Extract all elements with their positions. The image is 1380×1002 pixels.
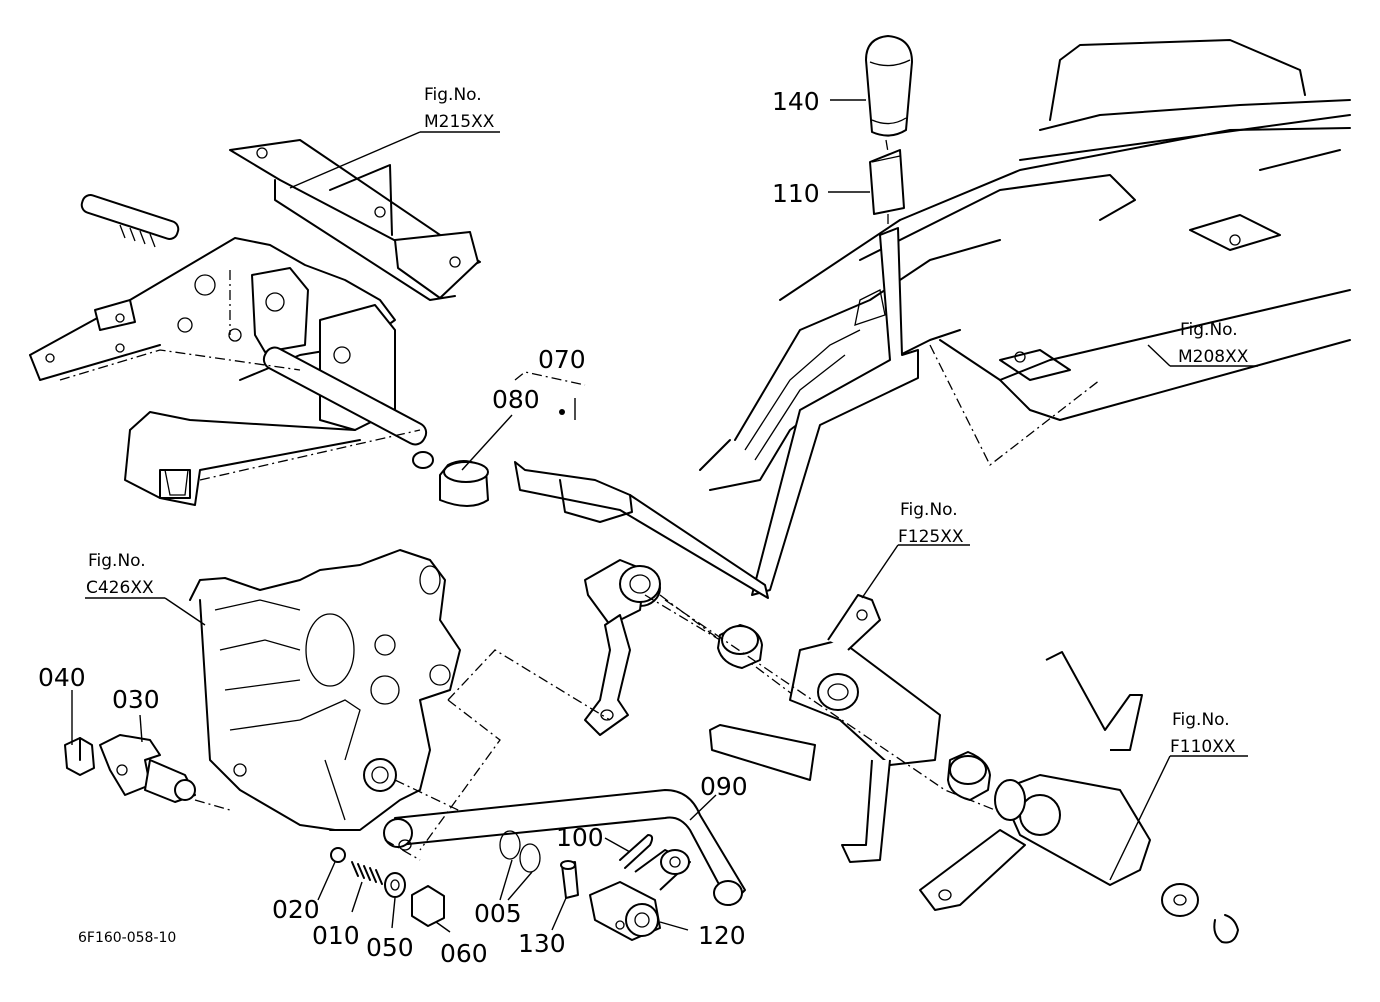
transmission-case-drawing bbox=[189, 549, 501, 831]
part-label-120: 120 bbox=[698, 921, 746, 950]
bushing-080-drawing bbox=[439, 460, 489, 507]
leader-lines bbox=[71, 99, 1258, 933]
plug-040-drawing bbox=[64, 737, 95, 776]
figure-ref-m208: Fig.No. M208XX bbox=[1178, 320, 1249, 367]
cover-030-drawing bbox=[99, 734, 231, 811]
joint-120-drawing bbox=[589, 849, 691, 941]
lever-guide-housing-drawing bbox=[699, 39, 1351, 491]
part-label-140: 140 bbox=[772, 87, 820, 116]
figure-ref-m215: Fig.No. M215XX bbox=[424, 85, 495, 132]
plug-060-drawing bbox=[411, 885, 445, 927]
shift-rod-090-drawing bbox=[383, 789, 746, 906]
frame-bracket-drawing bbox=[29, 139, 481, 506]
part-label-090: 090 bbox=[700, 772, 748, 801]
part-label-030: 030 bbox=[112, 685, 160, 714]
shifter-fork-f110-drawing bbox=[919, 651, 1239, 944]
pin-130-drawing bbox=[560, 860, 579, 899]
part-label-070: 070 bbox=[538, 345, 586, 374]
part-label-060: 060 bbox=[440, 939, 488, 968]
figure-ref-m215-line1: Fig.No. bbox=[424, 85, 482, 105]
boot-110-drawing bbox=[869, 139, 905, 228]
shifter-fork-f125-drawing bbox=[664, 594, 1021, 863]
part-label-010: 010 bbox=[312, 921, 360, 950]
figure-ref-f110-line2: F110XX bbox=[1170, 737, 1236, 757]
figure-ref-c426: Fig.No. C426XX bbox=[86, 551, 154, 598]
part-label-040: 040 bbox=[38, 663, 86, 692]
spring-010-drawing bbox=[351, 861, 383, 885]
figure-ref-f110: Fig.No. F110XX bbox=[1170, 710, 1236, 757]
part-label-110: 110 bbox=[772, 179, 820, 208]
figure-ref-f125-line2: F125XX bbox=[898, 527, 964, 547]
o-rings-005-drawing bbox=[499, 830, 541, 873]
cotter-pin-100-drawing bbox=[619, 834, 654, 869]
part-label-080: 080 bbox=[492, 385, 540, 414]
drawing-code: 6F160-058-10 bbox=[78, 930, 176, 946]
shift-lever-070-drawing bbox=[514, 227, 919, 736]
part-label-050: 050 bbox=[366, 933, 414, 962]
figure-ref-f125-line1: Fig.No. bbox=[900, 500, 958, 520]
shaft-bushings-drawing bbox=[717, 624, 991, 801]
figure-ref-f110-line1: Fig.No. bbox=[1172, 710, 1230, 730]
figure-ref-c426-line1: Fig.No. bbox=[88, 551, 146, 571]
figure-ref-m208-line1: Fig.No. bbox=[1180, 320, 1238, 340]
knob-140-drawing bbox=[865, 35, 913, 137]
figure-ref-f125: Fig.No. F125XX bbox=[898, 500, 964, 547]
figure-ref-m215-line2: M215XX bbox=[424, 112, 495, 132]
figure-ref-c426-line2: C426XX bbox=[86, 578, 154, 598]
part-label-005: 005 bbox=[474, 899, 522, 928]
figure-ref-m208-line2: M208XX bbox=[1178, 347, 1249, 367]
detent-ball-020-drawing bbox=[330, 847, 346, 863]
part-label-100: 100 bbox=[556, 823, 604, 852]
part-label-130: 130 bbox=[518, 929, 566, 958]
washer-050-drawing bbox=[384, 872, 406, 898]
part-label-020: 020 bbox=[272, 895, 320, 924]
